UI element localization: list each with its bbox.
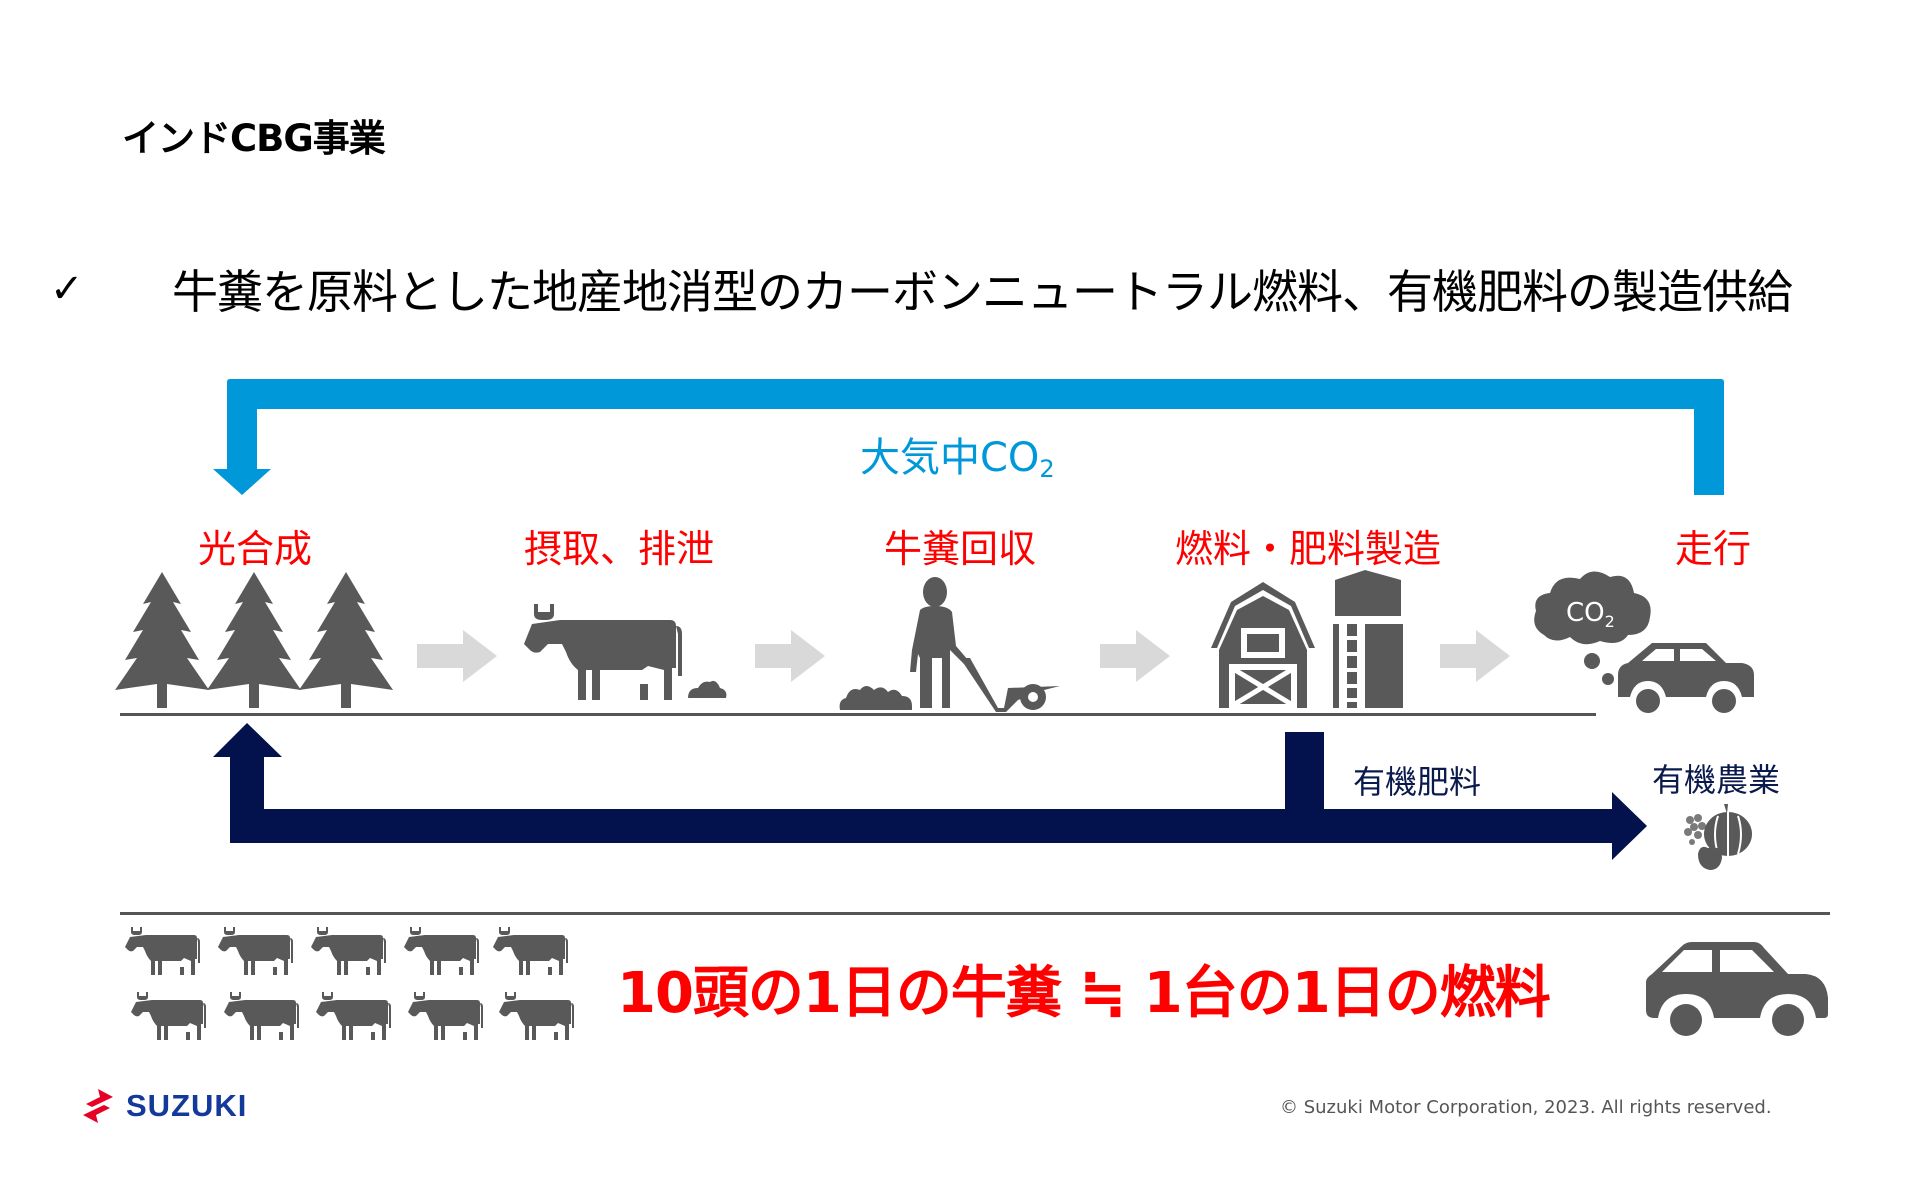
suzuki-s-emblem-icon xyxy=(83,1089,113,1123)
ten-cows-icon xyxy=(125,927,574,1040)
atmospheric-co2-label: 大気中CO2 xyxy=(860,435,1055,483)
copyright-notice: © Suzuki Motor Corporation, 2023. All ri… xyxy=(1280,1097,1772,1118)
car-co2-icon: CO2 xyxy=(1534,571,1754,713)
step-label-intake-excretion: 摂取、排泄 xyxy=(523,527,715,571)
flow-arrow-icon xyxy=(1440,630,1510,682)
section-divider xyxy=(120,912,1830,915)
step-label-dung-collection: 牛糞回収 xyxy=(883,527,1037,571)
flow-arrow-icon xyxy=(417,630,497,682)
barn-silo-icon xyxy=(1211,570,1403,708)
person-wheelbarrow-icon xyxy=(839,577,1060,712)
brand-name: SUZUKI xyxy=(126,1088,248,1123)
ground-divider xyxy=(120,713,1596,716)
cow-dung-icon xyxy=(524,604,727,700)
slide-title: インドCBG事業 xyxy=(122,117,386,160)
checkmark-icon: ✓ xyxy=(50,266,84,312)
bullet-line: ✓ 牛糞を原料とした地産地消型のカーボンニュートラル燃料、有機肥料の製造供給 xyxy=(50,256,1793,322)
cloud-co2-text: CO2 xyxy=(1566,598,1615,631)
step-label-fuel-fertilizer-production: 燃料・肥料製造 xyxy=(1174,527,1442,571)
organic-fertilizer-label: 有機肥料 xyxy=(1353,763,1482,801)
flow-arrow-icon xyxy=(755,630,825,682)
step-label-driving: 走行 xyxy=(1674,527,1752,571)
step-label-photosynthesis: 光合成 xyxy=(197,527,313,571)
flow-arrow-icon xyxy=(1100,630,1170,682)
trees-icon xyxy=(115,572,393,708)
car-icon xyxy=(1646,942,1828,1036)
bullet-text: 牛糞を原料とした地産地消型のカーボンニュートラル燃料、有機肥料の製造供給 xyxy=(172,265,1793,319)
organic-farming-label: 有機農業 xyxy=(1652,761,1781,799)
suzuki-logo: SUZUKI xyxy=(80,1088,247,1124)
produce-icon xyxy=(1684,804,1752,870)
comparison-statement: 10頭の1日の牛糞 ≒ 1台の1日の燃料 xyxy=(617,961,1551,1026)
